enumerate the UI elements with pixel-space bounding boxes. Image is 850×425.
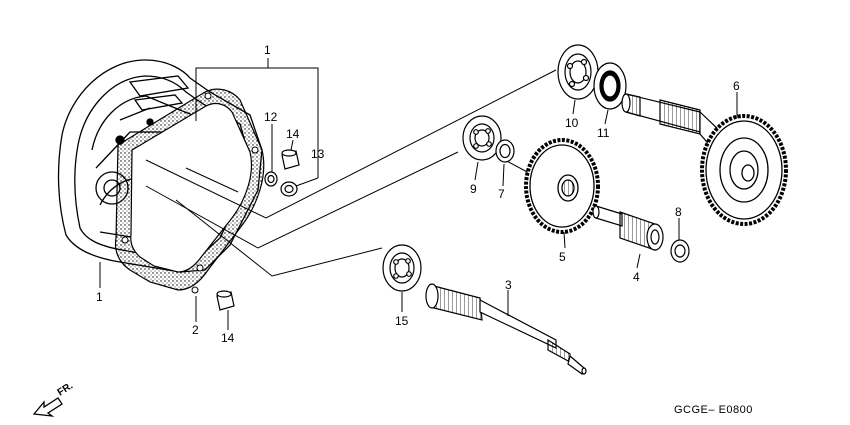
callout-1-left: 1 — [96, 290, 103, 304]
subassembly-bracket — [195, 58, 319, 176]
front-direction-label: FR. — [56, 380, 76, 398]
washer-8 — [670, 239, 690, 263]
callout-14-top: 14 — [286, 127, 300, 141]
dowel-pin-top — [281, 149, 300, 170]
callout-6: 6 — [733, 79, 740, 93]
washer-7 — [495, 139, 515, 163]
callout-14-bottom: 14 — [221, 331, 235, 345]
callout-8: 8 — [675, 205, 682, 219]
callout-11: 11 — [597, 126, 610, 140]
callout-3: 3 — [505, 278, 512, 292]
bearing-10 — [557, 44, 599, 100]
callout-labels: 1 12 14 13 1 2 14 15 3 9 7 5 4 8 10 11 6 — [96, 43, 740, 345]
dowel-pin-bottom — [216, 290, 235, 311]
oil-seal-11 — [593, 62, 627, 110]
callout-5: 5 — [559, 250, 566, 264]
callout-4: 4 — [633, 270, 640, 284]
leader-lines — [99, 92, 738, 330]
callout-2: 2 — [192, 323, 199, 337]
callout-13: 13 — [311, 147, 325, 161]
callout-1-top: 1 — [264, 43, 271, 57]
bearing-9 — [462, 115, 502, 161]
collar — [280, 181, 298, 197]
diagram-code: GCGE– E0800 — [674, 404, 753, 416]
drive-shaft — [425, 283, 587, 375]
callout-7: 7 — [498, 187, 505, 201]
callout-10: 10 — [565, 116, 579, 130]
countershaft-gear — [524, 138, 600, 234]
callout-9: 9 — [470, 182, 477, 196]
front-direction-arrow: FR. — [32, 380, 76, 417]
callout-12: 12 — [264, 110, 278, 124]
callout-15: 15 — [395, 314, 409, 328]
gasket — [114, 88, 265, 294]
countershaft — [592, 205, 664, 251]
reference-lines — [145, 69, 557, 277]
oil-seal — [264, 171, 278, 187]
final-gear — [700, 114, 788, 226]
bearing-15 — [382, 244, 422, 292]
